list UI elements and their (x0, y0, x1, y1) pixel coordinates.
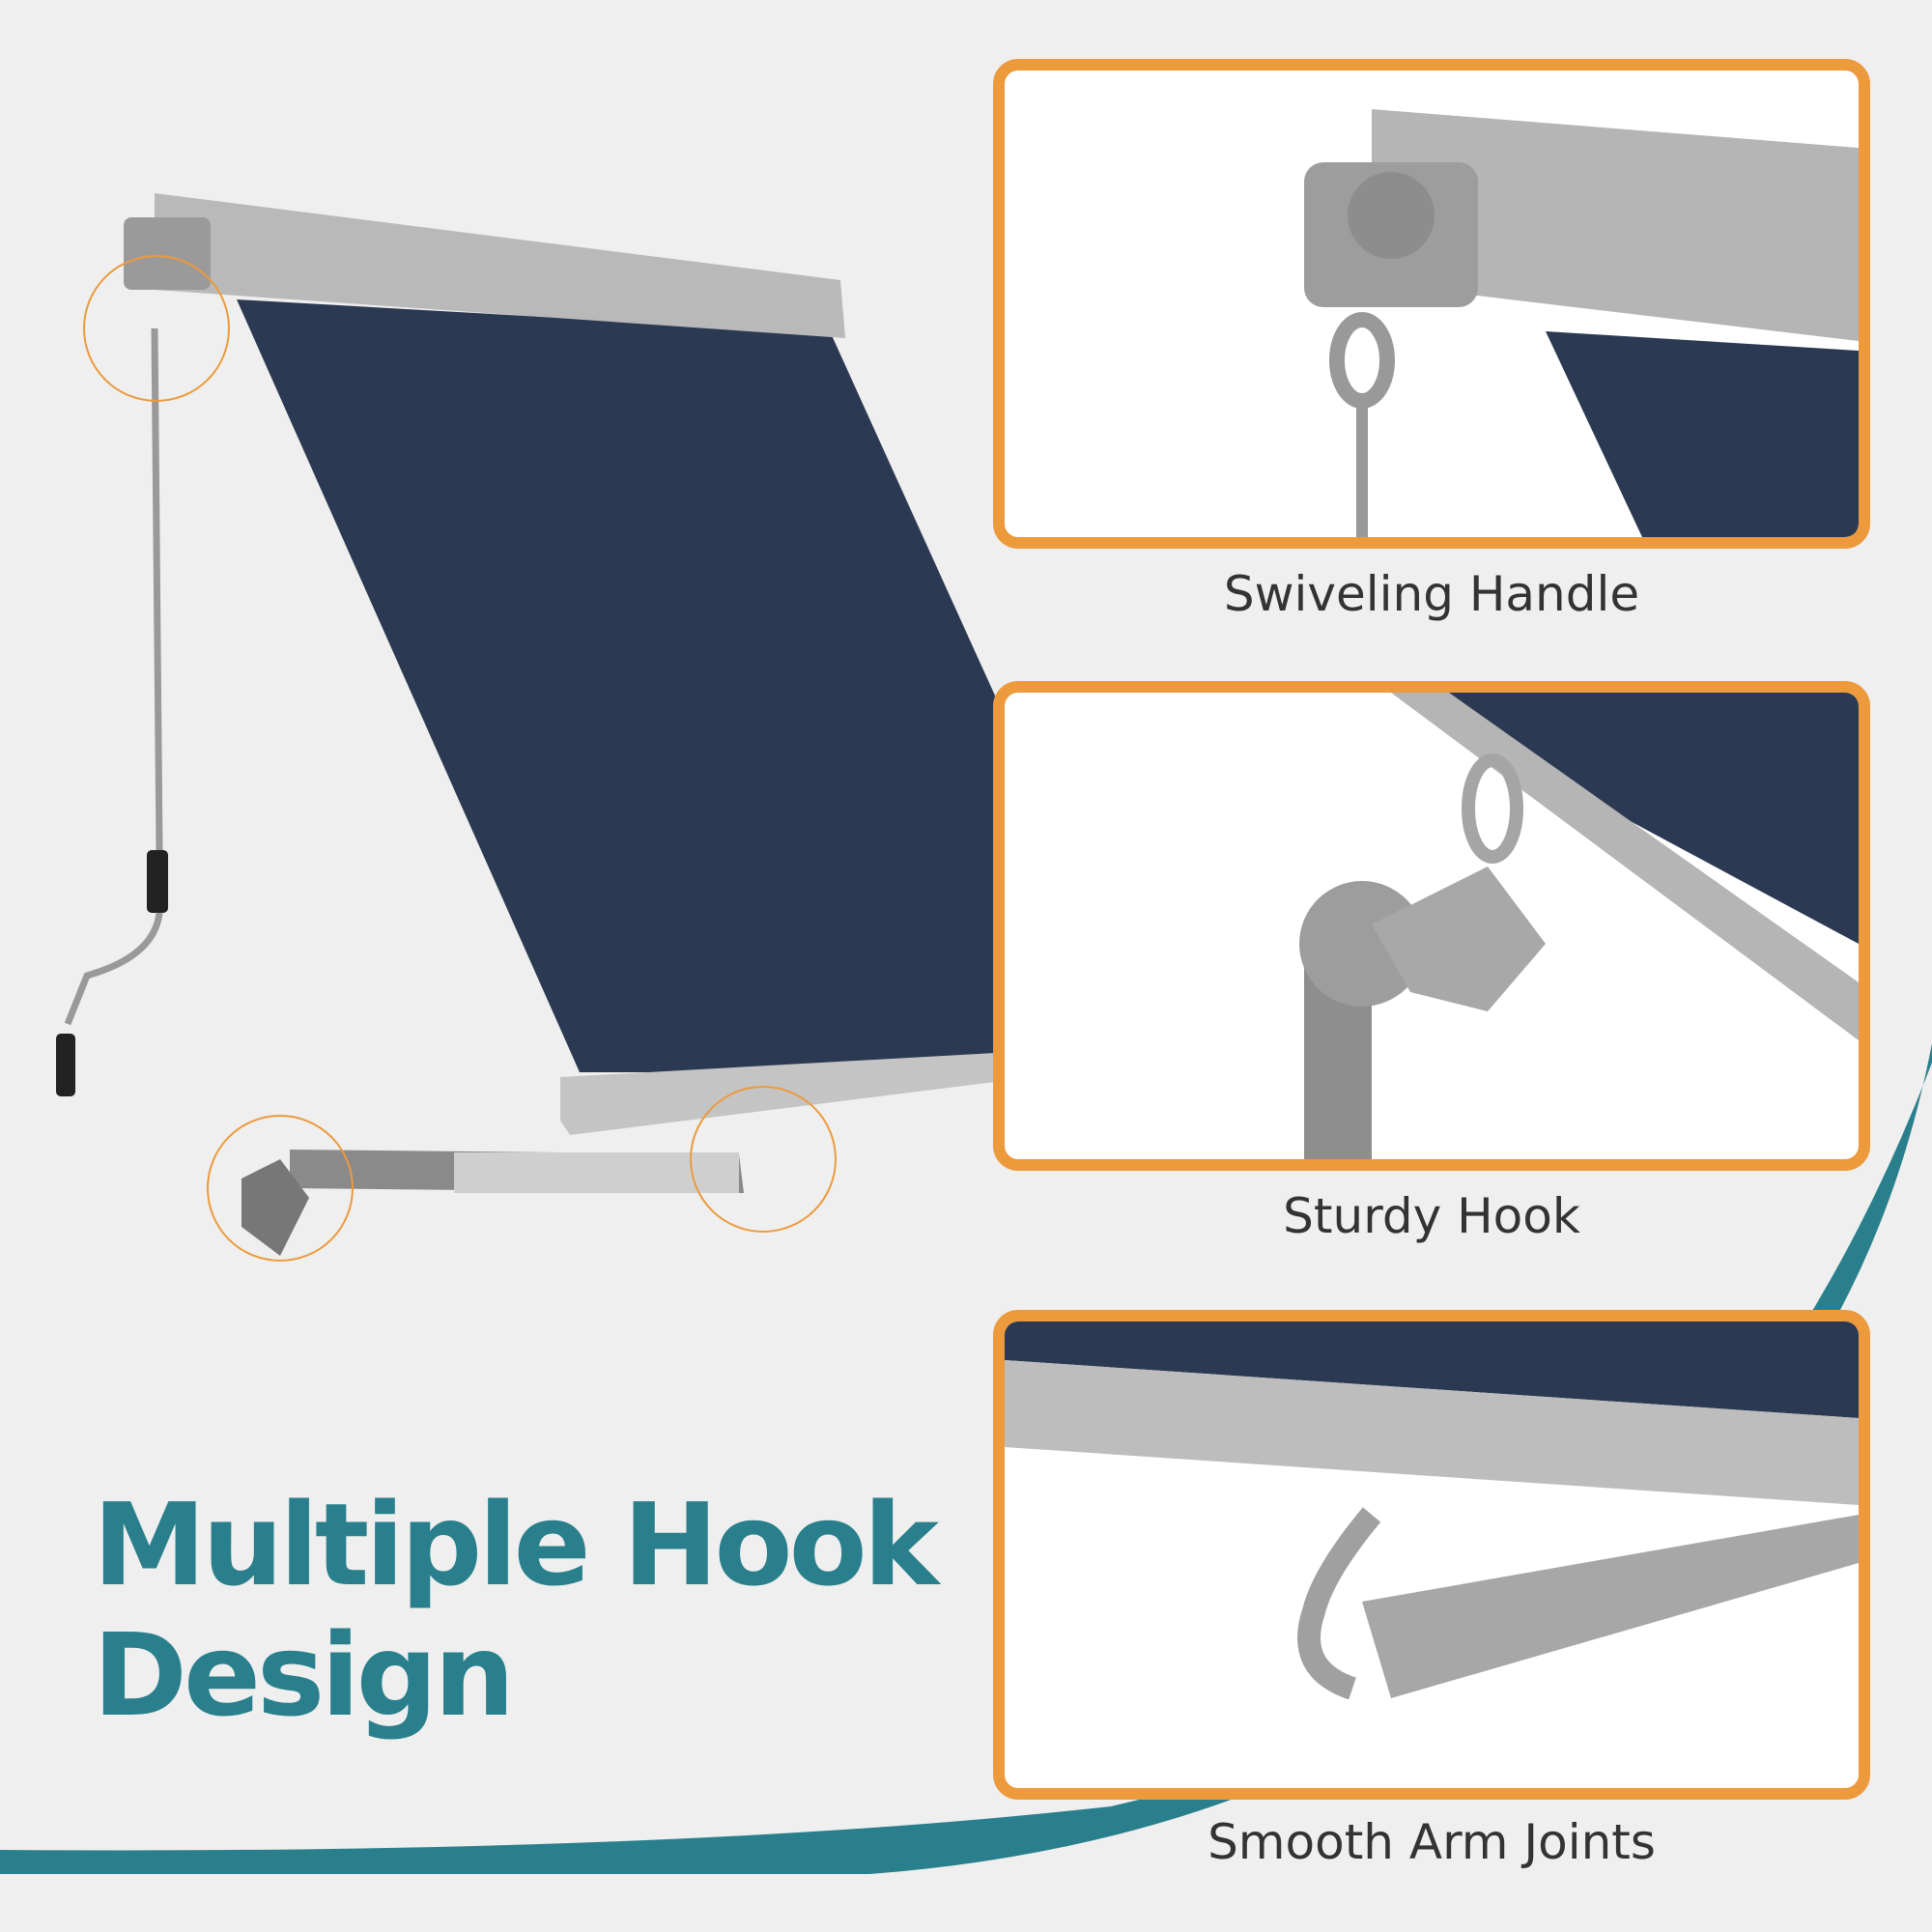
feature-panel-swiveling-handle (993, 59, 1870, 549)
feature-panel-arm-joints (993, 1310, 1870, 1800)
awning-fabric (237, 299, 995, 1072)
crank-handle (64, 912, 163, 1026)
awning-top-roller (155, 193, 845, 338)
swiveling-handle-photo (1304, 109, 1859, 537)
highlight-circle-handle (83, 255, 230, 402)
arm-joints-photo (1005, 1321, 1859, 1700)
headline-line2: Design (93, 1608, 515, 1742)
awning-bottom-bar (560, 1053, 995, 1135)
awning-end-cap (124, 217, 211, 290)
feature-panel-sturdy-hook (993, 681, 1870, 1171)
caption-swiveling-handle: Swiveling Handle (1223, 566, 1640, 622)
crank-rod (151, 327, 163, 851)
awning-illustration (56, 193, 995, 1262)
crank-knob (56, 1034, 75, 1096)
crank-grip (147, 850, 168, 913)
highlight-circle-hook (690, 1086, 837, 1233)
sturdy-hook-photo (1299, 693, 1859, 1159)
headline-line1: Multiple Hook (93, 1478, 939, 1611)
arm-joint (242, 1159, 309, 1256)
caption-sturdy-hook: Sturdy Hook (1283, 1188, 1580, 1244)
highlight-circle-joint (207, 1115, 354, 1262)
caption-smooth-arm-joints: Smooth Arm Joints (1208, 1814, 1656, 1870)
